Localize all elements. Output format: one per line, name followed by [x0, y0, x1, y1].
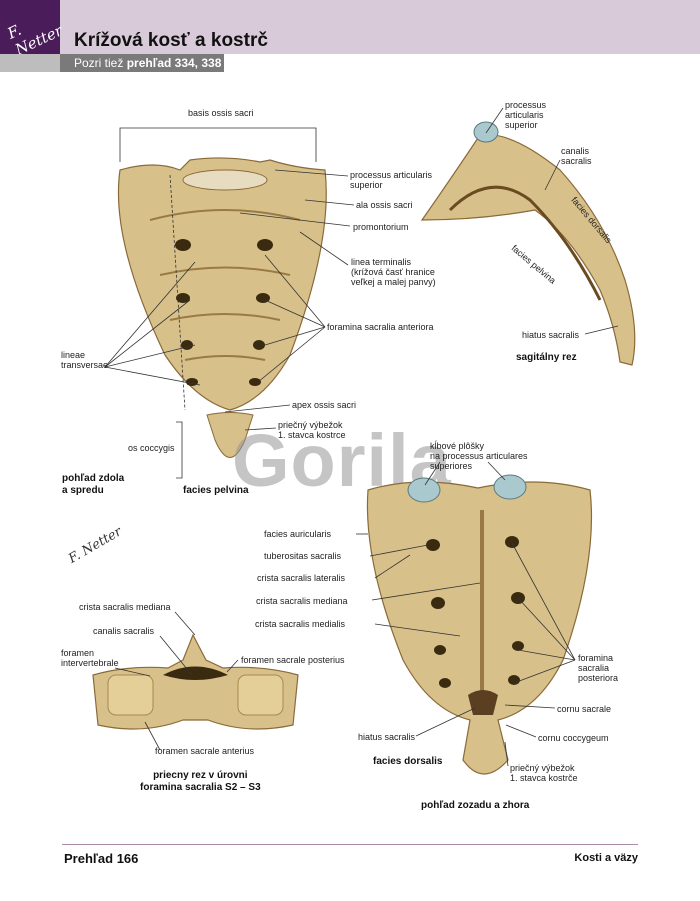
label-processus-articularis-superior: processus articularis superior: [350, 170, 433, 190]
label-crista-sacralis-mediana-cross: crista sacralis mediana: [79, 602, 171, 612]
label-klbove-plosky: kĺbové plôšky na processus articulares s…: [430, 441, 528, 471]
see-also-prefix: Pozri tiež: [74, 56, 127, 70]
footer-section-label: Kosti a väzy: [574, 852, 638, 864]
label-sagittal-canalis-sacralis: canalis sacralis: [561, 146, 592, 166]
label-tuberositas-sacralis: tuberositas sacralis: [264, 551, 342, 561]
label-sagittal-processus-articularis: processus articularis superior: [505, 100, 547, 130]
netter-logo: F. Netter: [0, 0, 65, 59]
label-canalis-sacralis-cross: canalis sacralis: [93, 626, 155, 636]
caption-sagittal: sagitálny rez: [516, 352, 577, 363]
header-bar: [0, 0, 700, 54]
label-ala-ossis-sacri: ala ossis sacri: [356, 200, 413, 210]
see-also-text: Pozri tiež prehľad 334, 338: [74, 56, 221, 70]
caption-anterior-view: pohľad zdola a spredu: [62, 473, 125, 496]
caption-facies-dorsalis: facies dorsalis: [373, 756, 443, 767]
label-facies-auricularis: facies auricularis: [264, 529, 332, 539]
sacrum-anterior-illustration: [117, 157, 327, 458]
caption-cross-section: priecny rez v úrovni foramina sacralia S…: [140, 770, 261, 793]
label-cornu-coccygeum: cornu coccygeum: [538, 733, 609, 743]
page-title: Krížová kosť a kostrč: [74, 30, 268, 51]
label-foramen-intervertebrale: foramen intervertebrale: [61, 648, 119, 668]
sacrum-cross-section-illustration: [92, 633, 299, 730]
footer-page-label: Prehľad 166: [64, 851, 139, 866]
label-lineae-transversae: lineae transversae: [61, 350, 109, 370]
see-also-bar: [60, 54, 224, 72]
label-os-coccygis: os coccygis: [128, 443, 175, 453]
label-linea-terminalis: linea terminalis (krížová časť hranice v…: [351, 257, 436, 287]
label-priecny-vybezok-post: priečný výbežok 1. stavca kostrče: [510, 763, 578, 783]
label-crista-sacralis-medialis: crista sacralis medialis: [255, 619, 346, 629]
label-apex-ossis-sacri: apex ossis sacri: [292, 400, 357, 410]
caption-posterior-view: pohľad zozadu a zhora: [421, 800, 530, 811]
see-also-link[interactable]: prehľad 334, 338: [126, 56, 222, 70]
sacrum-posterior-illustration: [366, 474, 593, 775]
label-foramen-sacrale-anterius: foramen sacrale anterius: [155, 746, 255, 756]
label-foramina-sacralia-anteriora: foramina sacralia anteriora: [327, 322, 434, 332]
label-foramina-sacralia-posteriora: foramina sacralia posteriora: [578, 653, 619, 683]
label-basis-ossis-sacri: basis ossis sacri: [188, 108, 254, 118]
label-hiatus-sacralis-post: hiatus sacralis: [358, 732, 416, 742]
label-foramen-sacrale-posterius: foramen sacrale posterius: [241, 655, 345, 665]
subbar-left: [0, 54, 60, 72]
label-crista-sacralis-mediana-post: crista sacralis mediana: [256, 596, 348, 606]
sacrum-sagittal-illustration: [420, 121, 636, 366]
footer-divider: [62, 844, 638, 845]
label-priecny-vybezok-anterior: priečný výbežok 1. stavca kostrce: [278, 420, 346, 440]
label-sagittal-hiatus-sacralis: hiatus sacralis: [522, 330, 580, 340]
label-cornu-sacrale: cornu sacrale: [557, 704, 612, 714]
label-crista-sacralis-lateralis: crista sacralis lateralis: [257, 573, 346, 583]
label-promontorium: promontorium: [353, 222, 409, 232]
caption-facies-pelvina: facies pelvina: [183, 485, 249, 496]
